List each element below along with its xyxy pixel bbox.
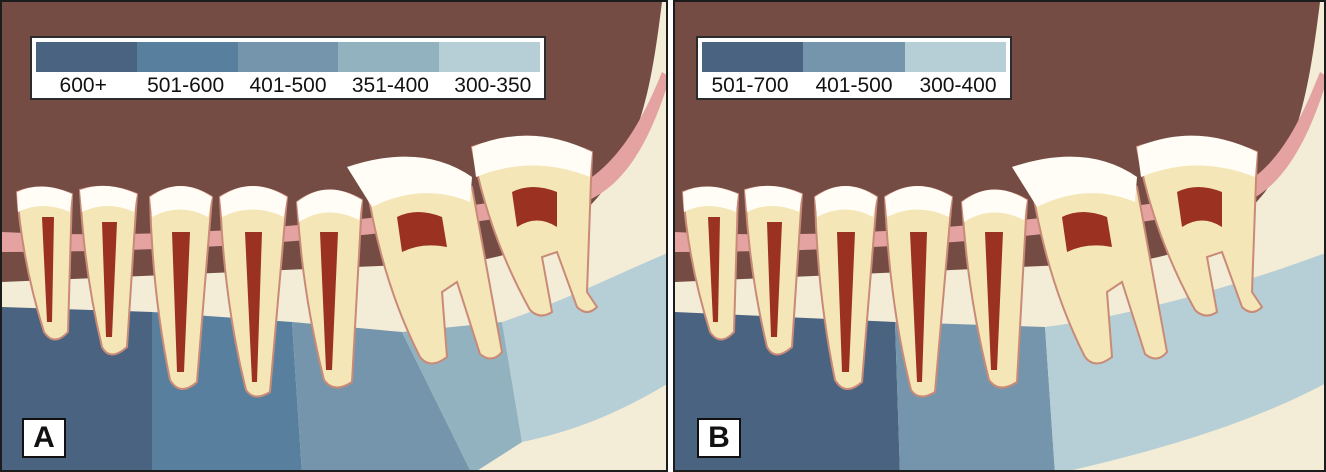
legend-swatch — [36, 42, 137, 72]
panel-letter-a: A — [22, 418, 66, 458]
legend-b: 501-700 401-500 300-400 — [696, 36, 1012, 100]
legend-label: 401-500 — [802, 72, 906, 100]
legend-label: 300-350 — [442, 72, 544, 100]
legend-swatch — [905, 42, 1006, 72]
legend-swatch — [439, 42, 540, 72]
legend-a: 600+ 501-600 401-500 351-400 300-350 — [30, 36, 546, 100]
legend-labels-b: 501-700 401-500 300-400 — [698, 72, 1010, 100]
legend-swatch — [238, 42, 339, 72]
legend-swatch — [137, 42, 238, 72]
legend-label: 401-500 — [237, 72, 339, 100]
panel-b: 501-700 401-500 300-400 B — [673, 0, 1326, 472]
legend-swatches-b — [702, 42, 1006, 72]
legend-label: 600+ — [32, 72, 134, 100]
legend-label: 501-700 — [698, 72, 802, 100]
legend-label: 300-400 — [906, 72, 1010, 100]
legend-swatch — [338, 42, 439, 72]
legend-label: 351-400 — [339, 72, 441, 100]
legend-swatches-a — [36, 42, 540, 72]
panel-letter-b: B — [697, 418, 741, 458]
legend-label: 501-600 — [134, 72, 236, 100]
panel-a: 600+ 501-600 401-500 351-400 300-350 A — [0, 0, 668, 472]
legend-swatch — [702, 42, 803, 72]
legend-labels-a: 600+ 501-600 401-500 351-400 300-350 — [32, 72, 544, 100]
legend-swatch — [803, 42, 904, 72]
